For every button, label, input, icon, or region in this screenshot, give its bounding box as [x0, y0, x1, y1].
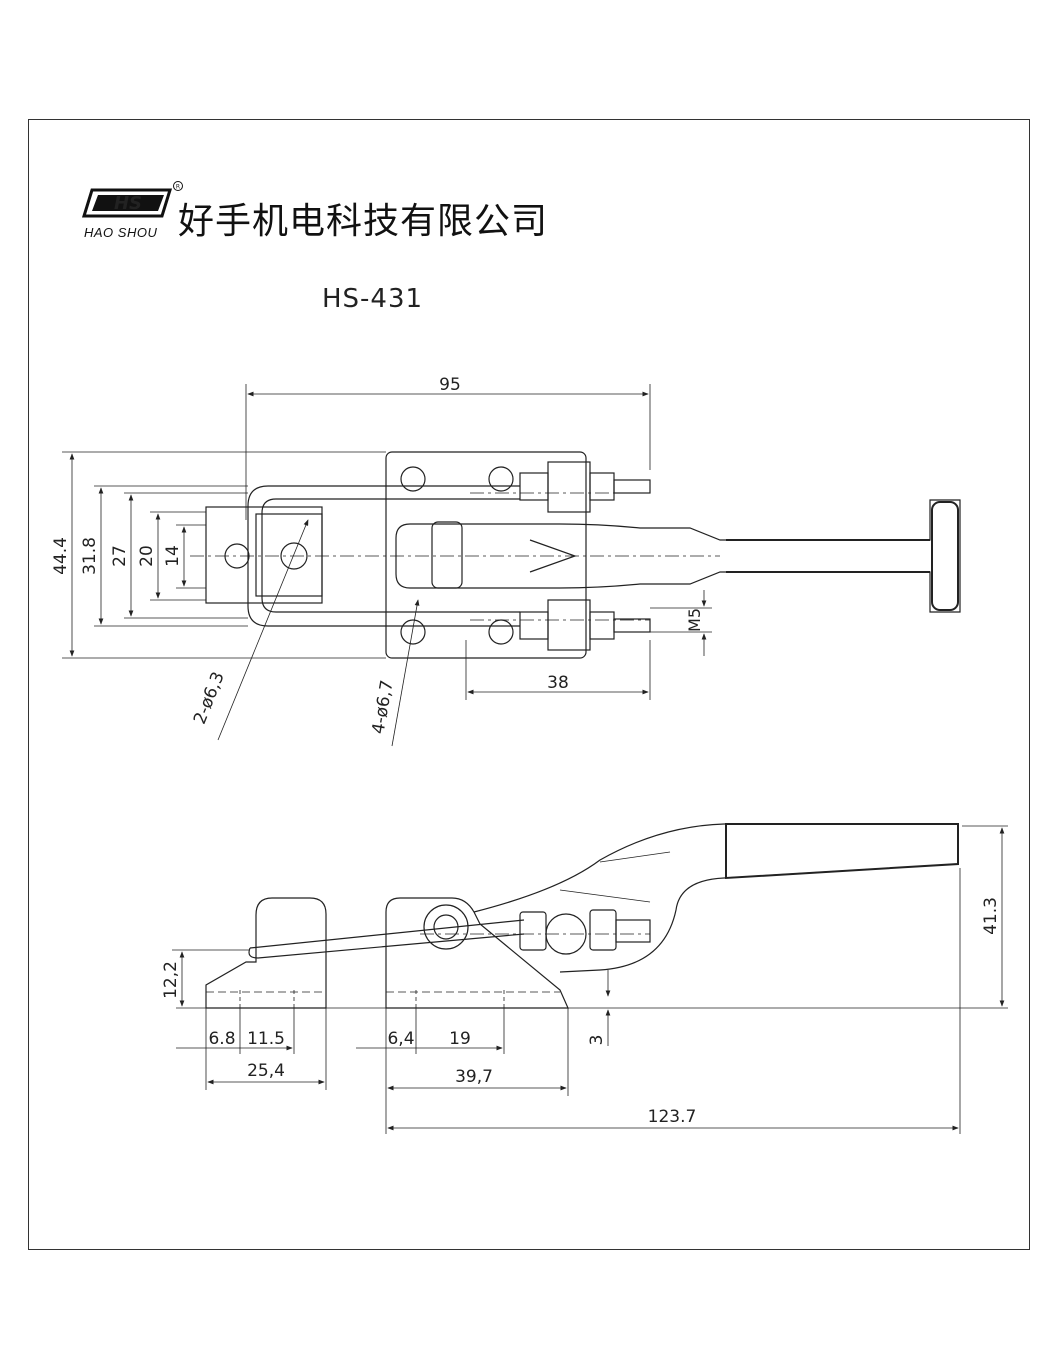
dim-41-3: 41.3 — [981, 897, 1001, 935]
side-view — [172, 823, 1008, 1134]
dim-31-8: 31.8 — [80, 537, 100, 575]
dim-12-2: 12,2 — [161, 961, 181, 999]
registered-mark-icon: R — [173, 181, 183, 191]
dim-3: 3 — [587, 1035, 607, 1046]
top-view — [62, 384, 961, 747]
dim-25-4: 25,4 — [247, 1061, 285, 1081]
dim-11-5: 11.5 — [247, 1029, 285, 1049]
dim-14: 14 — [163, 545, 183, 567]
logo-subtitle: HAO SHOU — [84, 225, 158, 240]
dim-2-phi-6-3: 2-ø6,3 — [190, 669, 229, 727]
dim-6-4: 6,4 — [387, 1029, 414, 1049]
dim-m5: M5 — [685, 608, 704, 632]
dim-20: 20 — [137, 545, 157, 567]
dim-4-phi-6-7: 4-ø6,7 — [369, 679, 398, 736]
hs-logo-icon: HS — [82, 188, 172, 218]
company-name: 好手机电科技有限公司 — [178, 201, 549, 242]
drawing-frame — [28, 119, 1030, 1250]
logo-text: HS — [114, 193, 142, 214]
dim-44-4: 44.4 — [51, 537, 71, 575]
dim-38: 38 — [547, 673, 569, 693]
dim-27: 27 — [110, 545, 130, 567]
dim-19: 19 — [449, 1029, 471, 1049]
dim-123-7: 123.7 — [648, 1107, 697, 1127]
dim-6-8: 6.8 — [208, 1029, 235, 1049]
dim-95: 95 — [439, 375, 461, 395]
svg-text:R: R — [176, 184, 180, 191]
model-number: HS-431 — [322, 284, 424, 314]
dim-39-7: 39,7 — [455, 1067, 493, 1087]
